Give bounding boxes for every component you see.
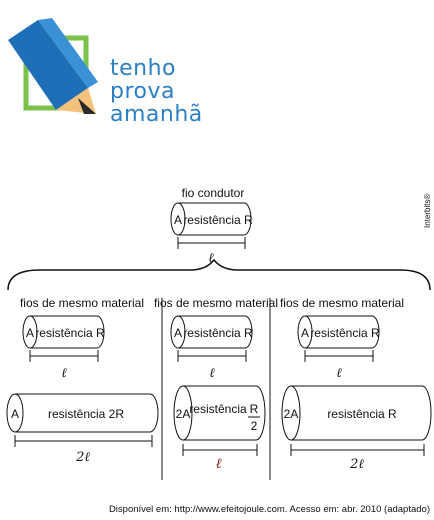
col3-upper-end-label: A [301,326,309,340]
col2-lower-body-label: resistência [189,402,247,416]
col2-upper-length-label: ℓ [209,366,215,381]
col2-upper-end-label: A [174,326,182,340]
tenho-prova-amanha-logo: tenho prova amanhã [8,18,202,126]
grouping-brace [7,258,431,291]
col3-lower-body-label: resistência R [327,407,397,421]
logo-mark-icon [8,18,98,114]
interbits-credit: Interbits® [423,194,432,228]
col3-upper-wire: A resistência R ℓ [297,315,380,381]
top-end-label: A [174,213,182,227]
col2-lower-wire: 2A resistência R 2 ℓ [173,385,266,472]
col3-upper-body-label: resistência R [310,326,380,340]
col2-title: fios de mesmo material [154,296,278,310]
col1-upper-wire: A resistência R ℓ [22,315,105,381]
top-title: fio condutor [182,186,245,200]
col1-title: fios de mesmo material [20,296,144,310]
col3-lower-wire: 2A resistência R 2ℓ [281,385,432,472]
logo-line-3: amanhã [110,102,203,127]
col1-upper-end-label: A [26,326,34,340]
col1-lower-wire: A resistência 2R 2ℓ [6,393,159,465]
logo-line-1: tenho [110,56,177,81]
top-body-label: resistência R [183,213,253,227]
top-wire: A resistência R ℓ [170,202,253,266]
source-note: Disponível em: http://www.efeitojoule.co… [109,504,430,515]
col1-lower-length-label: 2ℓ [75,450,90,465]
col1-upper-length-label: ℓ [61,366,67,381]
col1-upper-body-label: resistência R [35,326,105,340]
col2-lower-fraction-numerator: R [250,402,259,416]
col2-lower-length-label: ℓ [216,456,222,472]
col2-lower-fraction-denominator: 2 [251,419,258,433]
top-length-label: ℓ [208,251,214,266]
col3-upper-length-label: ℓ [336,366,342,381]
col2-lower-end-label: 2A [176,407,191,421]
col1-lower-end-label: A [11,407,19,421]
col2-upper-wire: A resistência R ℓ [170,315,253,381]
col3-lower-end-label: 2A [284,407,299,421]
col3-lower-length-label: 2ℓ [349,457,364,472]
logo-line-2: prova [110,79,175,104]
col1-lower-body-label: resistência 2R [48,407,124,421]
logo-wordmark: tenho prova amanhã [110,57,203,126]
col3-title: fios de mesmo material [280,296,404,310]
col2-upper-body-label: resistência R [183,326,253,340]
